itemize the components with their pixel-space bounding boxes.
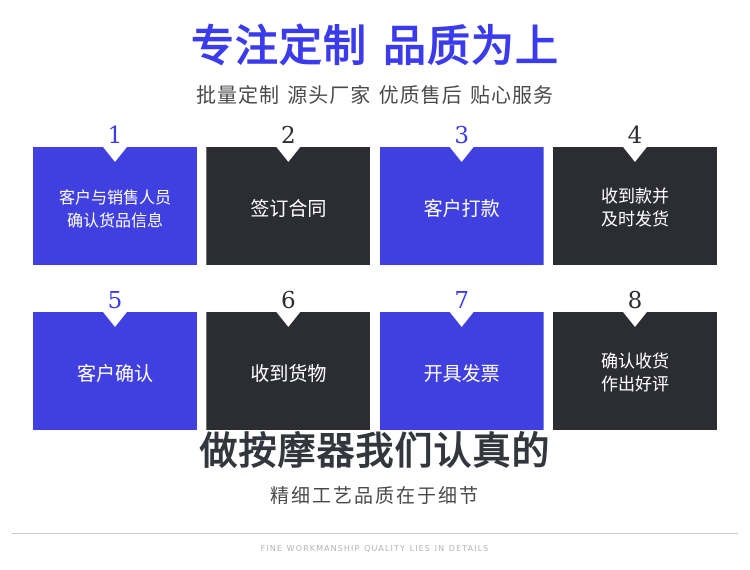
- footer-english-tagline: FINE WORKMANSHIP QUALITY LIES IN DETAILS: [260, 544, 490, 553]
- step-label-4: 收到款并 及时发货: [600, 187, 669, 230]
- step-number-2: 2: [281, 123, 296, 149]
- step-box-3: 客户打款: [379, 147, 544, 265]
- step-number-1: 1: [107, 123, 123, 149]
- step-number-6: 6: [281, 288, 296, 314]
- header: 专注定制 品质为上 批量定制 源头厂家 优质售后 贴心服务: [0, 22, 750, 108]
- footer-divider: [12, 533, 738, 534]
- step-label-6: 收到货物: [250, 362, 327, 385]
- step-box-5: 客户确认: [33, 312, 197, 430]
- step-card-7: 7 开具发票: [379, 288, 544, 430]
- step-card-4: 4 收到款并 及时发货: [552, 123, 717, 265]
- step-label-7: 开具发票: [423, 362, 500, 385]
- step-number-7: 7: [454, 288, 469, 314]
- step-card-2: 2 签订合同: [206, 123, 371, 265]
- step-box-2: 签订合同: [206, 147, 371, 265]
- step-box-8: 确认收货 作出好评: [552, 312, 717, 430]
- step-row-1: 1 客户与销售人员 确认货品信息 2 签订合同 3 客户打款 4: [33, 123, 717, 265]
- step-card-3: 3 客户打款: [379, 123, 544, 265]
- step-number-4: 4: [627, 123, 643, 149]
- step-label-1: 客户与销售人员 确认货品信息: [58, 188, 171, 230]
- process-steps: 1 客户与销售人员 确认货品信息 2 签订合同 3 客户打款 4: [33, 123, 717, 457]
- step-card-1: 1 客户与销售人员 确认货品信息: [33, 123, 197, 265]
- footer-title: 做按摩器我们认真的: [199, 429, 551, 473]
- step-box-7: 开具发票: [379, 312, 544, 430]
- step-card-5: 5 客户确认: [33, 288, 197, 430]
- step-label-3: 客户打款: [423, 197, 500, 220]
- step-label-2: 签订合同: [250, 197, 327, 220]
- step-label-5: 客户确认: [76, 362, 153, 385]
- step-number-3: 3: [454, 123, 469, 149]
- step-number-8: 8: [627, 288, 643, 314]
- footer-subtitle: 精细工艺品质在于细节: [269, 485, 480, 507]
- header-title: 专注定制 品质为上: [191, 22, 559, 72]
- step-box-6: 收到货物: [206, 312, 371, 430]
- step-card-6: 6 收到货物: [206, 288, 371, 430]
- header-subtitle: 批量定制 源头厂家 优质售后 贴心服务: [195, 83, 555, 107]
- footer: 做按摩器我们认真的 精细工艺品质在于细节: [0, 428, 750, 508]
- step-box-1: 客户与销售人员 确认货品信息: [33, 147, 197, 265]
- step-row-2: 5 客户确认 6 收到货物 7 开具发票 8 确认收货 作出好: [33, 288, 717, 430]
- step-box-4: 收到款并 及时发货: [552, 147, 717, 265]
- step-number-5: 5: [107, 288, 123, 314]
- step-label-8: 确认收货 作出好评: [600, 352, 669, 395]
- step-card-8: 8 确认收货 作出好评: [552, 288, 717, 430]
